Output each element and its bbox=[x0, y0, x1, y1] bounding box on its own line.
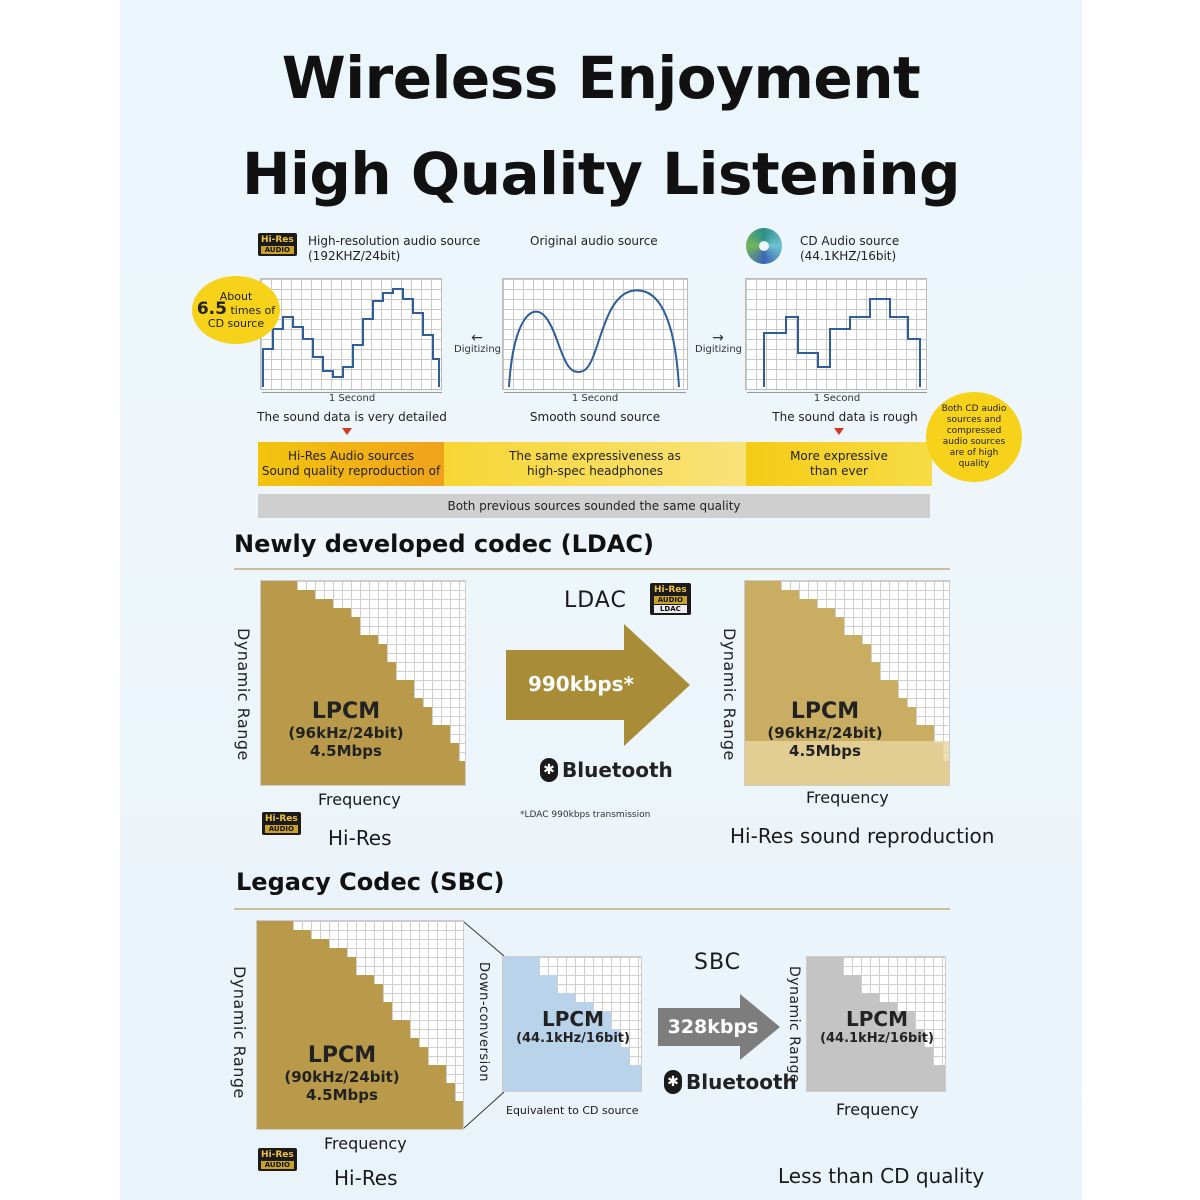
ldac-left-axis-x: Frequency bbox=[318, 790, 401, 809]
sbc-arrow-value: 328kbps bbox=[667, 1016, 759, 1038]
ldac-arrow-value: 990kbps* bbox=[527, 672, 635, 696]
digitizing-right: → Digitizing bbox=[695, 330, 743, 355]
sbc-left-rate: 4.5Mbps bbox=[306, 1086, 378, 1104]
sbc-left-axis-y: Dynamic Range bbox=[230, 966, 249, 1099]
ldac-left-spec: (96kHz/24bit) bbox=[288, 724, 404, 742]
title-line-2: High Quality Listening bbox=[241, 140, 961, 208]
left-source-label: High-resolution audio source (192KHZ/24b… bbox=[308, 234, 481, 263]
ldac-footnote: *LDAC 990kbps transmission bbox=[520, 810, 651, 820]
sbc-right-chart: LPCM (44.1kHz/16bit) bbox=[806, 956, 946, 1092]
about-6-5-times-bubble: About 6.5 times of CD source bbox=[192, 276, 280, 344]
ldac-right-axis-y: Dynamic Range bbox=[720, 628, 739, 761]
one-second-right: 1 Second bbox=[747, 392, 927, 404]
one-second-center: 1 Second bbox=[504, 392, 686, 404]
sbc-right-caption: Less than CD quality bbox=[778, 1164, 985, 1188]
original-waveform-chart bbox=[502, 278, 688, 390]
ldac-right-rate: 4.5Mbps bbox=[789, 742, 861, 760]
sbc-cd-chart: LPCM (44.1kHz/16bit) bbox=[502, 956, 642, 1092]
ldac-heading: Newly developed codec (LDAC) bbox=[234, 530, 654, 558]
caption-rough: The sound data is rough bbox=[772, 410, 918, 424]
ldac-left-chart: LPCM (96kHz/24bit) 4.5Mbps bbox=[260, 580, 466, 786]
sbc-right-axis-y: Dynamic Range bbox=[786, 966, 802, 1084]
ldac-right-caption: Hi-Res sound reproduction bbox=[730, 824, 995, 848]
ldac-codec-label: LDAC bbox=[564, 588, 627, 613]
ldac-bluetooth-logo: ✱ Bluetooth bbox=[540, 758, 673, 782]
sbc-left-chart: LPCM (90kHz/24bit) 4.5Mbps bbox=[256, 920, 464, 1130]
down-conversion-lines bbox=[464, 921, 505, 1129]
ldac-right-spec: (96kHz/24bit) bbox=[767, 724, 883, 742]
sbc-right-axis-x: Frequency bbox=[836, 1100, 919, 1119]
red-marker-left bbox=[342, 428, 352, 435]
bluetooth-icon: ✱ bbox=[664, 1070, 682, 1094]
sbc-bluetooth-logo: ✱ Bluetooth bbox=[664, 1070, 797, 1094]
center-source-label: Original audio source bbox=[530, 234, 658, 248]
sbc-cd-lpcm: LPCM bbox=[542, 1007, 604, 1031]
one-second-left: 1 Second bbox=[262, 392, 442, 404]
sbc-right-lpcm: LPCM bbox=[846, 1007, 908, 1031]
gray-band: Both previous sources sounded the same q… bbox=[258, 494, 930, 518]
red-marker-right bbox=[834, 428, 844, 435]
ldac-rule bbox=[234, 568, 950, 570]
ldac-left-axis-y: Dynamic Range bbox=[234, 628, 253, 761]
sbc-right-spec: (44.1kHz/16bit) bbox=[820, 1031, 934, 1046]
ldac-left-rate: 4.5Mbps bbox=[310, 742, 382, 760]
sbc-arrow bbox=[658, 994, 780, 1060]
both-cd-sources-bubble: Both CD audio sources and compressed aud… bbox=[926, 392, 1022, 482]
sbc-left-caption: Hi-Res bbox=[334, 1166, 398, 1190]
cd-waveform-chart bbox=[745, 278, 927, 390]
bluetooth-icon: ✱ bbox=[540, 758, 558, 782]
sbc-rule bbox=[234, 908, 950, 910]
ldac-right-chart: LPCM (96kHz/24bit) 4.5Mbps bbox=[744, 580, 950, 786]
ldac-right-lpcm: LPCM bbox=[790, 699, 860, 724]
digitizing-left: ← Digitizing bbox=[454, 330, 502, 355]
sbc-left-spec: (90kHz/24bit) bbox=[284, 1068, 400, 1086]
caption-very-detailed: The sound data is very detailed bbox=[257, 410, 447, 424]
cd-disc-icon bbox=[746, 228, 782, 264]
sbc-codec-label: SBC bbox=[694, 950, 742, 975]
sbc-left-lpcm: LPCM bbox=[307, 1043, 377, 1068]
ldac-left-lpcm: LPCM bbox=[311, 699, 381, 724]
right-source-label: CD Audio source (44.1KHZ/16bit) bbox=[800, 234, 900, 263]
sbc-left-axis-x: Frequency bbox=[324, 1134, 407, 1153]
title-line-1: Wireless Enjoyment bbox=[281, 44, 921, 112]
ldac-right-axis-x: Frequency bbox=[806, 788, 889, 807]
down-conversion-label: Down-conversion bbox=[476, 962, 491, 1082]
caption-smooth: Smooth sound source bbox=[529, 410, 661, 424]
sbc-cd-spec: (44.1kHz/16bit) bbox=[516, 1031, 630, 1046]
ldac-left-caption: Hi-Res bbox=[328, 826, 392, 850]
sbc-heading: Legacy Codec (SBC) bbox=[236, 868, 505, 896]
sbc-cd-caption: Equivalent to CD source bbox=[506, 1104, 639, 1117]
hires-waveform-chart bbox=[260, 278, 442, 390]
ldac-arrow bbox=[506, 624, 690, 746]
